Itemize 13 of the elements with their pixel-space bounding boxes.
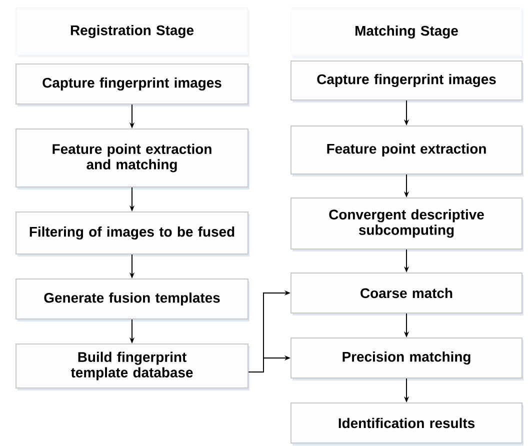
process-box: Build fingerprint template database (16, 344, 250, 390)
process-box: Identification results (290, 402, 524, 446)
header-box: Matching Stage (290, 8, 524, 58)
process-box: Feature point extraction and matching (16, 128, 250, 190)
process-box: Filtering of images to be fused (16, 212, 250, 256)
process-box: Generate fusion templates (16, 278, 250, 322)
process-box: Coarse match (290, 272, 524, 316)
process-box: Capture fingerprint images (16, 64, 250, 106)
process-box: Precision matching (290, 338, 524, 380)
process-box: Convergent descriptive subcomputing (290, 198, 524, 252)
header-box: Registration Stage (16, 8, 250, 58)
process-box: Feature point extraction (290, 126, 524, 176)
process-box: Capture fingerprint images (290, 60, 524, 102)
